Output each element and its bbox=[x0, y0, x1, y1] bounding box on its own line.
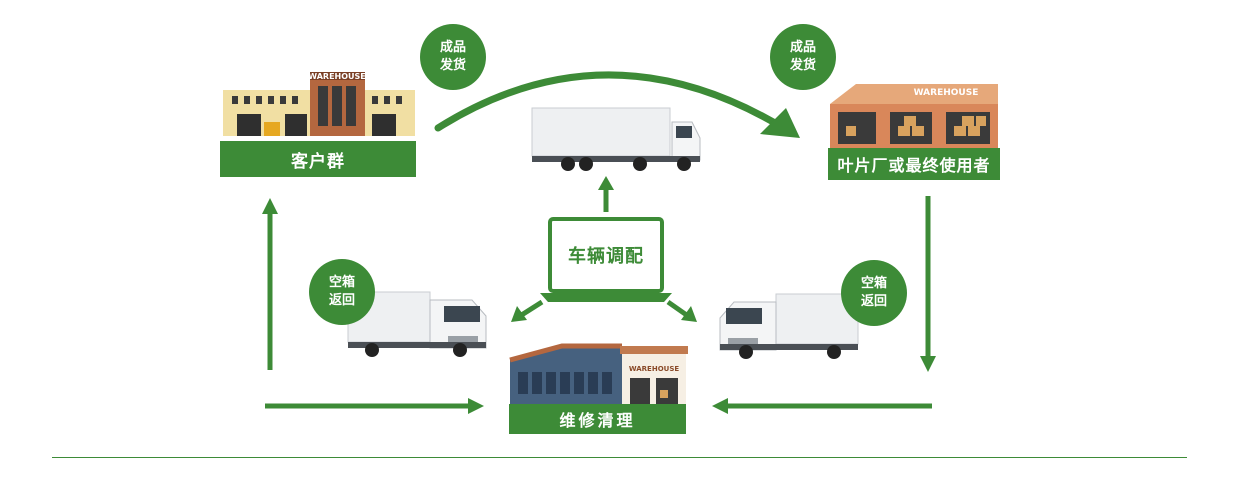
arrow-laptop-left bbox=[511, 299, 544, 322]
badge-line: 成品 bbox=[789, 40, 816, 55]
ship-badge-left: 成品 发货 bbox=[420, 24, 486, 90]
end-user-label: 叶片厂或最终使用者 bbox=[828, 148, 1000, 180]
badge-line: 成品 bbox=[439, 40, 466, 55]
arrow-left-bottom bbox=[712, 398, 932, 414]
warehouse-bottom-sign: WAREHOUSE bbox=[629, 365, 680, 373]
badge-line: 空箱 bbox=[328, 275, 355, 290]
badge-line: 返回 bbox=[860, 294, 887, 309]
curved-arrow-top bbox=[434, 71, 800, 138]
badge-line: 空箱 bbox=[860, 276, 887, 291]
laptop-icon bbox=[540, 217, 672, 302]
maintenance-label: 维修清理 bbox=[509, 404, 686, 434]
warehouse-left-icon bbox=[223, 72, 415, 136]
arrow-down-right bbox=[920, 196, 936, 372]
return-badge-right: 空箱 返回 bbox=[841, 260, 907, 326]
customers-label: 客户群 bbox=[220, 141, 416, 177]
warehouse-right-sign: WAREHOUSE bbox=[914, 88, 979, 98]
arrow-right-bottom bbox=[265, 398, 484, 414]
warehouse-left-sign: WAREHOUSE bbox=[308, 72, 366, 81]
badge-line: 发货 bbox=[439, 58, 466, 73]
bottom-divider bbox=[52, 457, 1187, 458]
dispatch-label: 车辆调配 bbox=[568, 246, 644, 267]
ship-badge-right: 成品 发货 bbox=[770, 24, 836, 90]
badge-line: 发货 bbox=[789, 58, 816, 73]
warehouse-bottom-icon bbox=[509, 343, 688, 404]
semi-truck-icon bbox=[531, 107, 701, 171]
warehouse-right-icon bbox=[830, 84, 998, 148]
box-truck-right-icon bbox=[719, 293, 859, 359]
arrow-laptop-up bbox=[598, 176, 614, 212]
arrow-up-left bbox=[262, 198, 278, 370]
badge-line: 返回 bbox=[328, 293, 355, 308]
arrow-laptop-right bbox=[666, 299, 697, 322]
return-badge-left: 空箱 返回 bbox=[309, 259, 375, 325]
